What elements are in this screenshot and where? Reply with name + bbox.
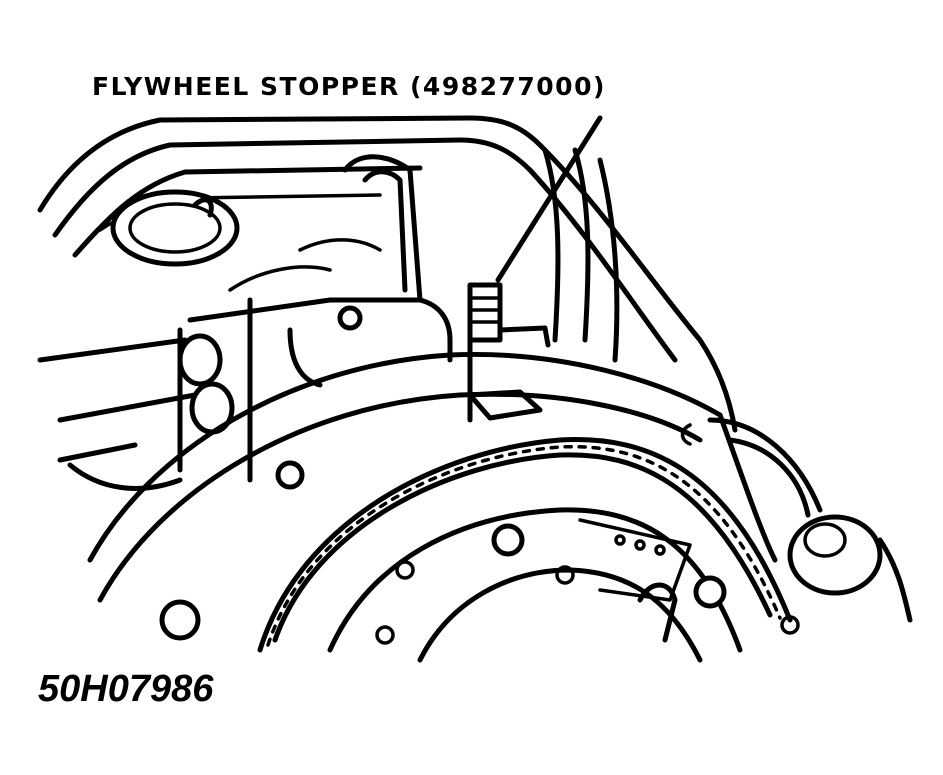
engine-block	[177, 297, 453, 483]
reservoir-cap	[110, 189, 240, 267]
flywheel-stopper-tool	[467, 282, 551, 423]
right-mount	[707, 417, 913, 635]
figure-id: 50H07986	[38, 668, 214, 710]
callout-leader-line	[495, 115, 603, 283]
fuel-lines	[228, 147, 620, 363]
left-cylinders	[37, 333, 235, 491]
engine-cover-outline	[37, 115, 738, 433]
flywheel-stopper-callout-label: FLYWHEEL STOPPER (498277000)	[92, 72, 606, 101]
ring-gear	[159, 437, 793, 663]
bell-housing	[87, 351, 778, 603]
